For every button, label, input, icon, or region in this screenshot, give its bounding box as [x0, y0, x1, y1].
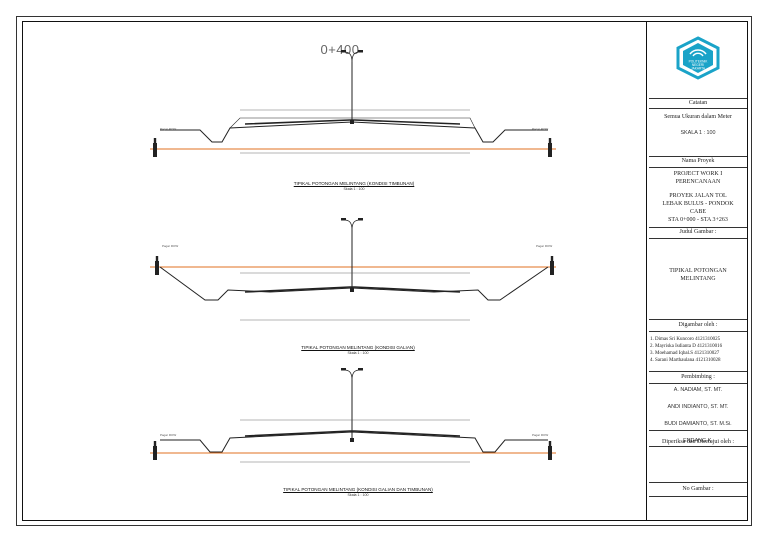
section-scale: Skala 1 : 100 [343, 187, 365, 191]
inner-border [22, 21, 748, 521]
project-line: PROYEK JALAN TOL [669, 193, 727, 199]
section-scale: Skala 1 : 100 [347, 493, 369, 497]
row-post-left [155, 256, 159, 275]
project-name-header: Nama Proyek [681, 158, 715, 164]
advisor-name: BUDI DAMIANTO, ST. M.Si. [664, 421, 732, 427]
logo-text-line: JAKARTA [691, 67, 706, 71]
designer-entry: 4. Sarani Marthaulana 4121310028 [650, 358, 721, 363]
sheet-number-header: No Gambar : [682, 486, 714, 492]
row-post-right [548, 441, 552, 460]
row-post-right [550, 256, 554, 275]
notes-header: Catatan [688, 100, 708, 106]
drawing-title-line: MELINTANG [680, 276, 716, 282]
scale-text: SKALA 1 : 100 [680, 130, 716, 136]
advisor-name: A. NADIAM, ST. MT. [673, 387, 723, 393]
section-caption: TIPIKAL POTONGAN MELINTANG (KONDISI GALI… [283, 487, 433, 492]
fence-label: Pagar ROW [162, 244, 179, 248]
station-label: 0+400 [320, 42, 360, 57]
pnj-logo-icon: POLITEKNIK NEGERI JAKARTA [676, 36, 720, 80]
row-post-right [548, 138, 552, 157]
outer-border [16, 16, 752, 526]
units-note: Semua Ukuran dalam Meter [664, 114, 732, 120]
advisor-name: ANDI INDIANTO, ST. MT. [667, 404, 729, 410]
designer-entry: 3. Moehamad Iqbal.S 4121310027 [650, 351, 720, 356]
project-line: STA 0+000 - STA 3+263 [668, 217, 728, 223]
fence-label: Pagar ROW [532, 127, 549, 131]
project-line: PROJECT WORK I [673, 171, 723, 177]
logo-text-line: POLITEKNIK [689, 60, 709, 64]
drawing-title-header: Judul Gambar : [679, 229, 717, 235]
row-post-left [153, 138, 157, 157]
title-block: POLITEKNIK NEGERI JAKARTA Catatan Semua … [649, 22, 747, 520]
logo-text-line: NEGERI [692, 63, 704, 67]
section-caption: TIPIKAL POTONGAN MELINTANG (KONDISI TIMB… [293, 181, 415, 186]
street-lamp [340, 217, 364, 293]
fence-label: Pagar ROW [532, 433, 549, 437]
checked-header: Diperiksa dan Disetujui oleh : [662, 439, 734, 445]
section-caption: TIPIKAL POTONGAN MELINTANG (KONDISI GALI… [301, 345, 415, 350]
fence-label: Pagar ROW [536, 244, 553, 248]
fence-label: Pagar ROW [160, 433, 177, 437]
section-fill [150, 49, 556, 157]
designer-entry: 1. Dimas Sri Kuncoro 4121310025 [650, 337, 721, 342]
advisor-name: ENDANG K. [683, 438, 713, 444]
section-scale: Skala 1 : 100 [347, 351, 369, 355]
project-line: LEBAK BULUS - PONDOK [662, 201, 734, 207]
project-line: CABE [689, 209, 706, 215]
drawing-title-line: TIPIKAL POTONGAN [669, 268, 727, 274]
designer-entry: 2. Mayriska Isdianta D 4121310016 [650, 344, 723, 349]
street-lamp [340, 49, 364, 125]
fence-label: Pagar ROW [160, 127, 177, 131]
drawn-by-header: Digambar oleh : [678, 322, 718, 328]
drawing-area [23, 22, 647, 520]
row-post-left [153, 441, 157, 460]
advisor-header: Pembimbing : [681, 374, 715, 380]
project-line: PERENCANAAN [675, 179, 721, 185]
section-cut-and-fill [150, 367, 556, 463]
section-cut [150, 217, 556, 321]
